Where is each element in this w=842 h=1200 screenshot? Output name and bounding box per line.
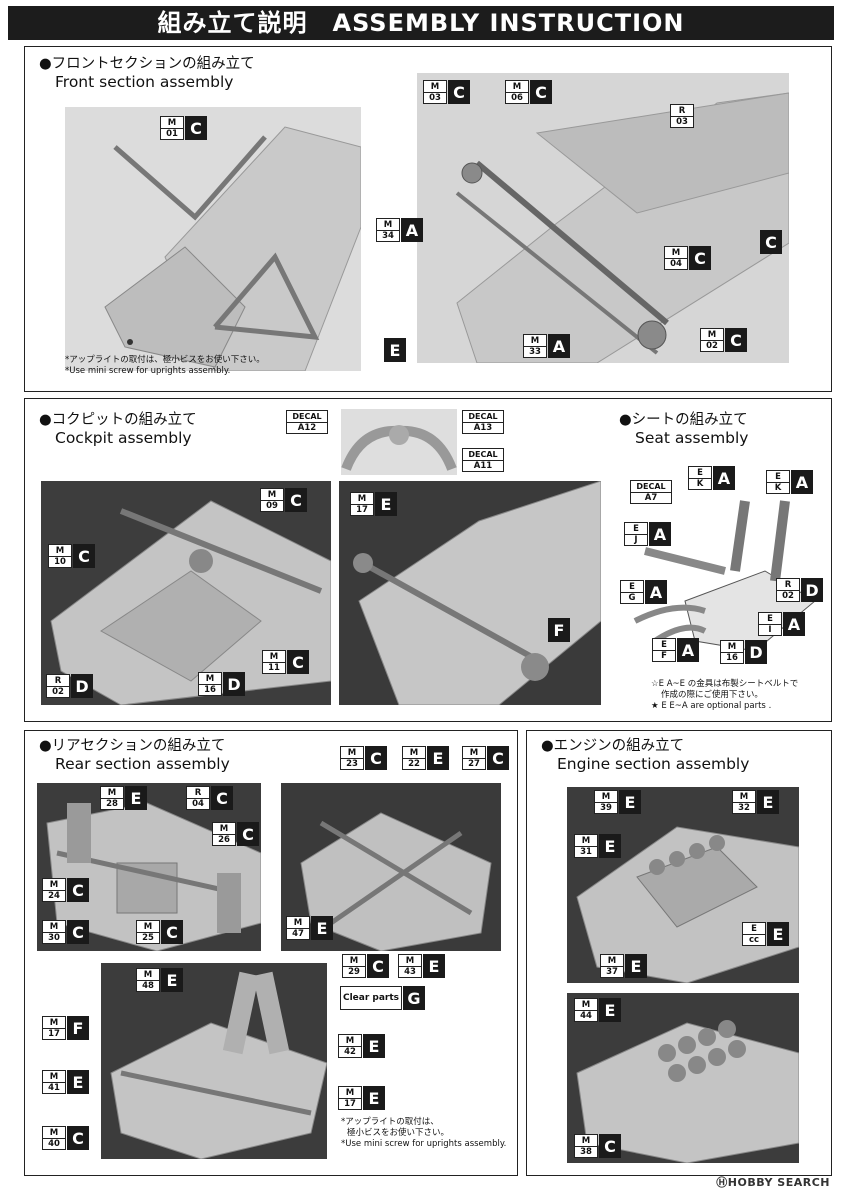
cockpit-title: ●コクピットの組み立て Cockpit assembly [39, 412, 197, 447]
page-header: 組み立て説明 ASSEMBLY INSTRUCTION [8, 6, 834, 40]
engine-photo-1 [567, 787, 799, 983]
seat-title: ●シートの組み立て Seat assembly [619, 412, 749, 447]
rear-gearbox-illustration [37, 783, 261, 951]
front-label-e: E [384, 338, 406, 362]
rear-section-panel: ●リアセクションの組み立て Rear section assembly [24, 730, 518, 1176]
cockpit-tub-illustration [41, 481, 331, 705]
rear-wing-illustration [101, 963, 327, 1159]
front-section-panel: ●フロントセクションの組み立て Front section assembly *… [24, 46, 832, 392]
rear-suspension-illustration [281, 783, 501, 951]
rear-note: *アップライトの取付は、 極小ビスをお使い下さい。 *Use mini scre… [341, 1117, 507, 1149]
front-photo-1 [65, 107, 361, 371]
front-section-title: ●フロントセクションの組み立て Front section assembly [39, 56, 255, 91]
cockpit-label-f: F [548, 618, 570, 642]
cockpit-photo-1 [41, 481, 331, 705]
seat-note: ☆E A~E の金具は布製シートベルトで 作成の際にご使用下さい。 ★ E E~… [651, 679, 799, 711]
front-chassis-illustration [65, 107, 361, 371]
front-note: *アップライトの取付は、極小ビスをお使い下さい。 *Use mini screw… [65, 355, 265, 376]
steering-wheel-illustration [341, 409, 457, 475]
engine-section-panel: ●エンジンの組み立て Engine section assembly [526, 730, 832, 1176]
cockpit-front-illustration [339, 481, 601, 705]
cockpit-decal-photo [341, 409, 457, 475]
cockpit-photo-2 [339, 481, 601, 705]
hobby-search-watermark: ⒽHOBBY SEARCH [716, 1176, 830, 1189]
front-label-c: C [760, 230, 782, 254]
rear-photo-3 [101, 963, 327, 1159]
rear-section-title: ●リアセクションの組み立て Rear section assembly [39, 738, 230, 773]
cockpit-seat-panel: ●コクピットの組み立て Cockpit assembly ●シートの組み立て S… [24, 398, 832, 722]
front-suspension-illustration [417, 73, 789, 363]
front-photo-2 [417, 73, 789, 363]
header-title: 組み立て説明 ASSEMBLY INSTRUCTION [157, 9, 685, 37]
engine-section-title: ●エンジンの組み立て Engine section assembly [541, 738, 750, 773]
rear-photo-1 [37, 783, 261, 951]
